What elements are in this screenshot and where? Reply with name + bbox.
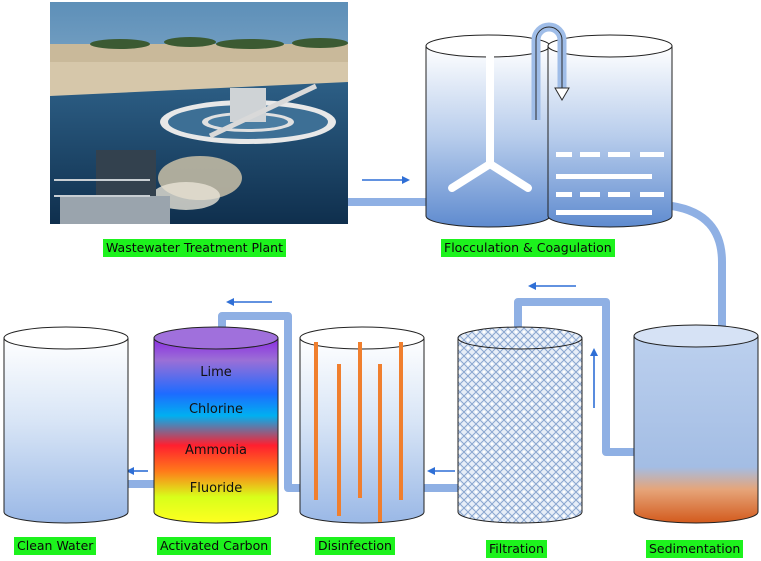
wastewater-plant-photo xyxy=(50,2,348,224)
arrow-left-icon xyxy=(528,282,576,290)
label-activated-carbon: Activated Carbon xyxy=(157,537,272,555)
flocculation-mixing-tank xyxy=(425,34,551,228)
filtration-tank xyxy=(457,326,583,524)
transfer-u-pipe xyxy=(531,22,570,120)
label-clean-water: Clean Water xyxy=(14,537,97,555)
pipe-sedimentation-to-filtration xyxy=(514,298,638,456)
activated-carbon-tank xyxy=(153,326,279,524)
mixer-impeller-icon xyxy=(448,48,532,192)
sedimentation-tank xyxy=(633,324,759,524)
flow-arrows xyxy=(126,176,598,475)
pipe-disinfection-to-carbon xyxy=(218,312,300,492)
carbon-layer-lime: Lime xyxy=(200,365,232,380)
carbon-layer-chlorine: Chlorine xyxy=(188,402,244,417)
disinfection-tank xyxy=(299,326,425,524)
label-filtration: Filtration xyxy=(486,540,547,558)
arrow-down-icon xyxy=(554,87,570,101)
label-disinfection: Disinfection xyxy=(315,537,395,555)
arrow-right-icon xyxy=(362,176,410,184)
pipe-floc-to-sedimentation xyxy=(671,202,726,336)
carbon-layer-fluoride: Fluoride xyxy=(189,481,243,496)
carbon-layer-ammonia: Ammonia xyxy=(185,443,247,458)
label-flocculation-coagulation: Flocculation & Coagulation xyxy=(441,239,615,257)
clean-water-tank xyxy=(3,326,129,524)
coagulation-settling-tank xyxy=(547,34,673,228)
label-sedimentation: Sedimentation xyxy=(646,540,744,558)
arrow-left-icon xyxy=(427,467,455,475)
disinfection-rods xyxy=(314,342,403,522)
arrow-left-icon xyxy=(226,298,272,306)
arrow-left-icon xyxy=(126,467,148,475)
label-wastewater-treatment-plant: Wastewater Treatment Plant xyxy=(103,239,286,257)
arrow-up-icon xyxy=(590,348,598,408)
pipes xyxy=(126,198,726,492)
